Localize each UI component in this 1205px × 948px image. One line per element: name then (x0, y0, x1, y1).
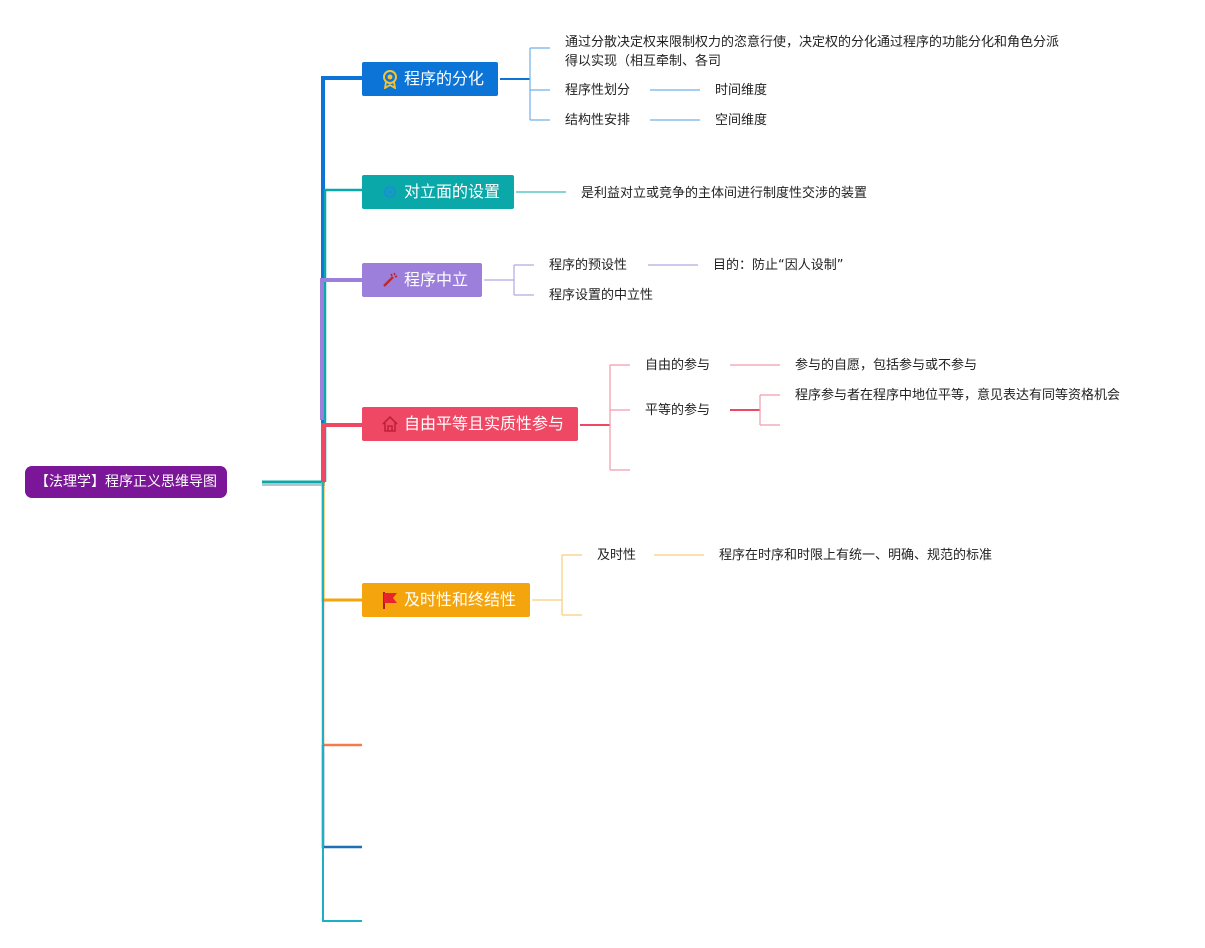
subtopic-text[interactable]: 通过分散决定权来限制权力的恣意行使，决定权的分化通过程序的功能分化和角色分派得以… (565, 35, 1060, 69)
root-label: 【法理学】程序正义思维导图 (35, 474, 217, 490)
magic-wand-icon (380, 270, 400, 290)
subtopic-text[interactable]: 及时性 (597, 548, 637, 563)
subtopic-child-text[interactable]: 时间维度 (715, 83, 768, 98)
subtopic-text[interactable]: 程序的预设性 (549, 258, 628, 273)
topic-label: 对立面的设置 (404, 182, 501, 201)
subtopic-text[interactable]: 平等的参与 (645, 403, 711, 418)
topic-label: 程序中立 (404, 270, 469, 289)
topic-timeliness-finality[interactable]: 及时性和终结性 (362, 583, 531, 617)
subtopic-text[interactable]: 是利益对立或竞争的主体间进行制度性交涉的装置 (581, 186, 868, 201)
subtopic-text[interactable]: 程序设置的中立性 (549, 288, 654, 303)
subtopic-text[interactable]: 自由的参与 (645, 358, 711, 373)
topic-free-equal-participation[interactable]: 自由平等且实质性参与 (362, 407, 579, 441)
home-icon (380, 414, 400, 434)
subtopic-child-text[interactable]: 参与的自愿，包括参与或不参与 (795, 358, 978, 373)
subtopic-text[interactable]: 结构性安排 (565, 113, 631, 128)
flag-icon (380, 590, 400, 610)
award-icon (380, 69, 400, 89)
topic-label: 自由平等且实质性参与 (404, 414, 565, 433)
topic-label: 及时性和终结性 (404, 590, 517, 609)
subtopic-text[interactable]: 程序性划分 (565, 83, 631, 98)
topic-program-neutrality[interactable]: 程序中立 (362, 263, 483, 297)
subtopic-child-text[interactable]: 程序在时序和时限上有统一、明确、规范的标准 (719, 548, 993, 563)
gear-icon (380, 182, 400, 202)
subtopic-child-text[interactable]: 空间维度 (715, 113, 768, 128)
topic-label: 程序的分化 (404, 69, 485, 88)
subtopic-child-text[interactable]: 程序参与者在程序中地位平等，意见表达有同等资格机会 (795, 388, 1121, 403)
root-topic[interactable]: 【法理学】程序正义思维导图 (25, 466, 227, 498)
subtopic-child-text[interactable]: 目的：防止“因人设制” (713, 258, 844, 273)
topic-program-differentiation[interactable]: 程序的分化 (362, 62, 499, 96)
topic-opposition-setting[interactable]: 对立面的设置 (362, 175, 515, 209)
